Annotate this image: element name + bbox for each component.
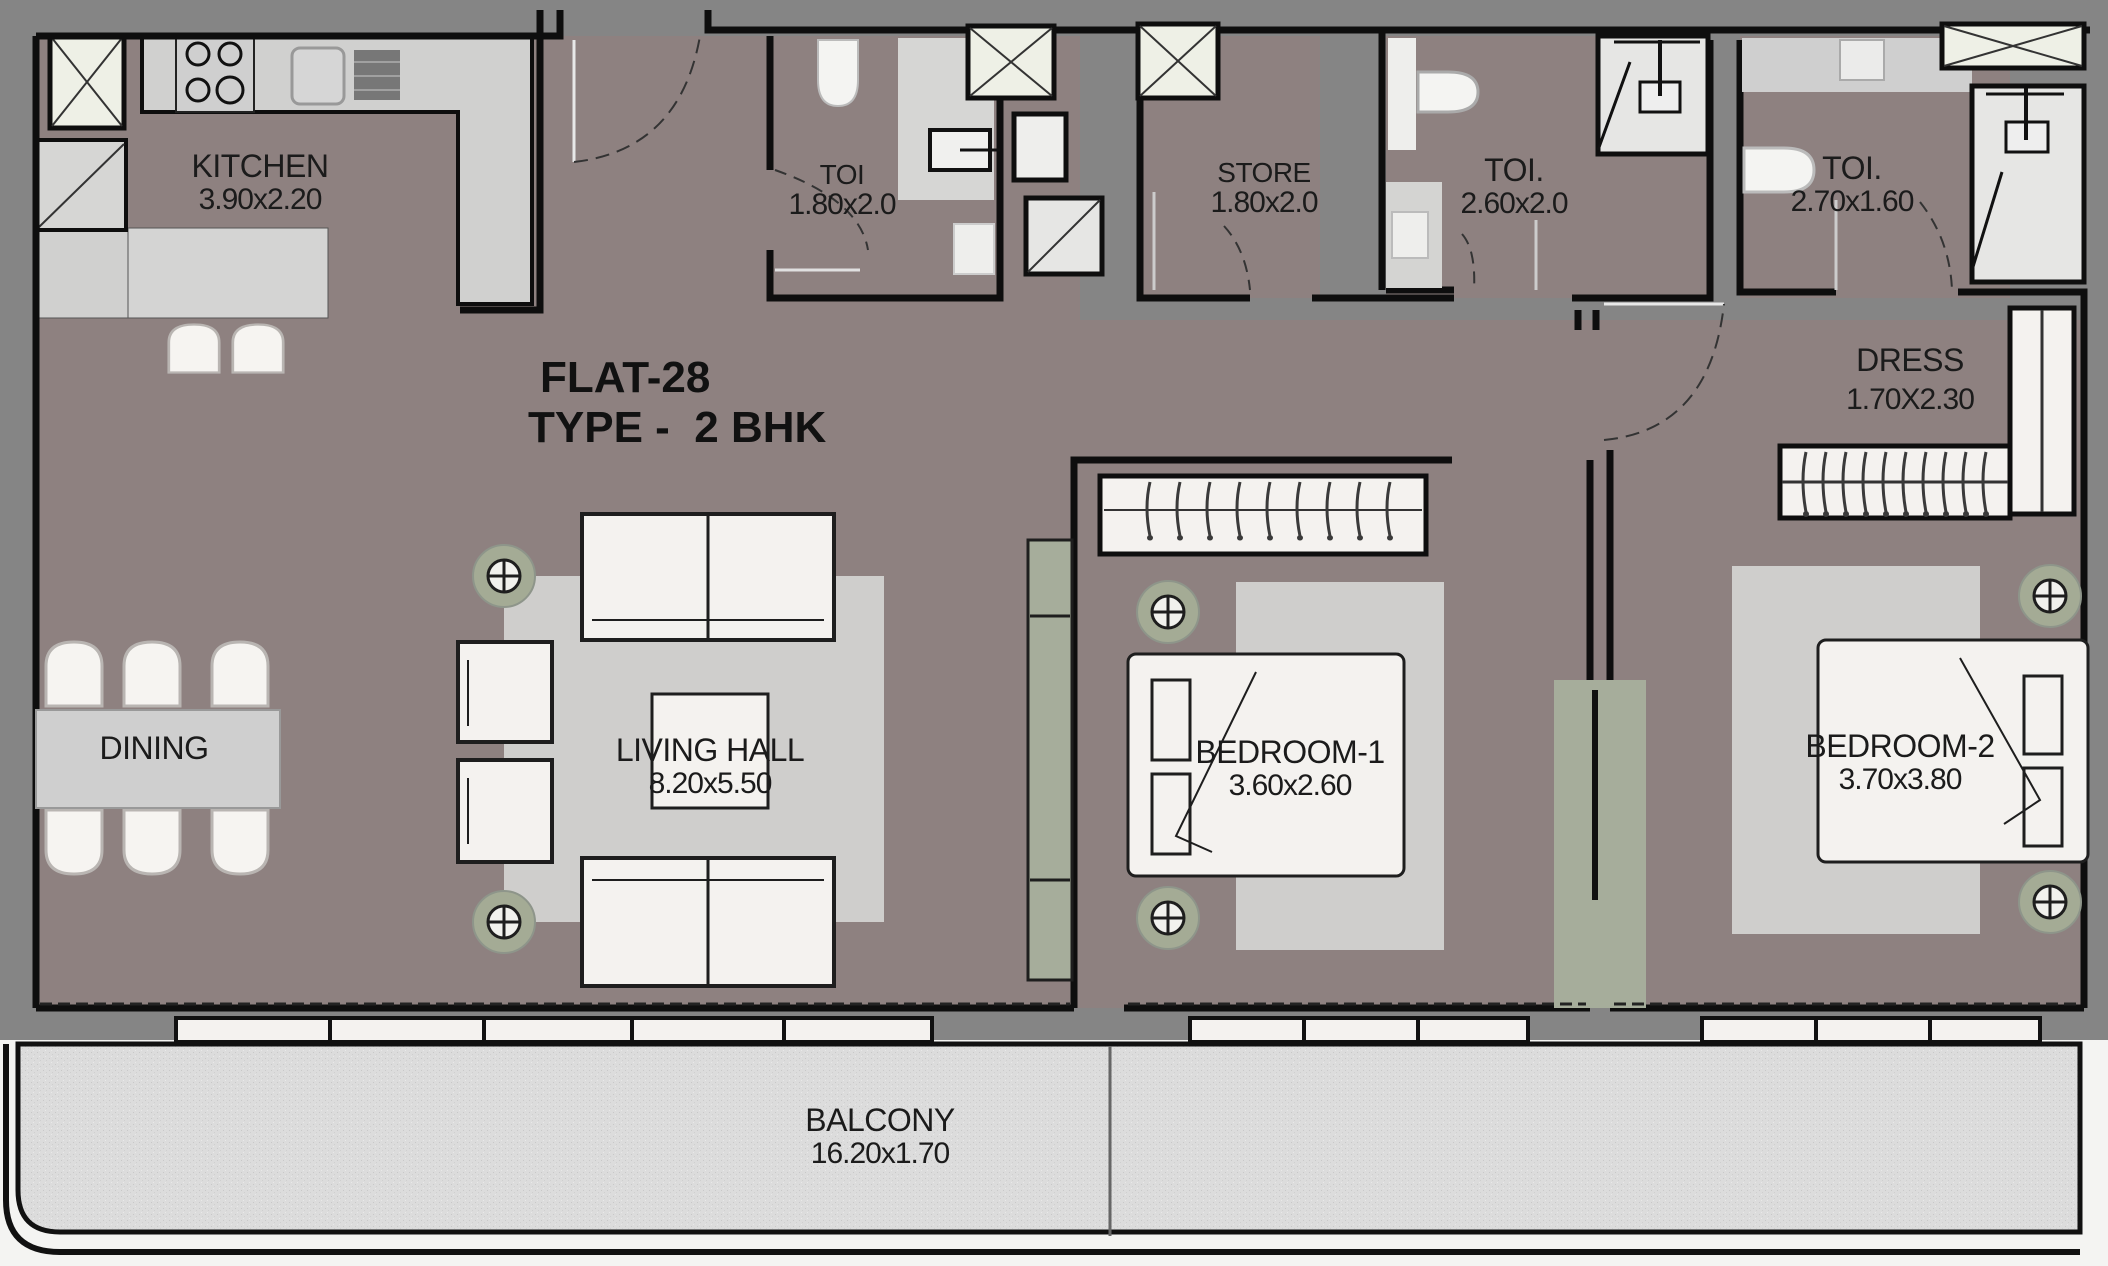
room-label-toilet-3: TOI. 2.70x1.60 — [1790, 150, 1915, 218]
room-name: KITCHEN — [191, 148, 329, 184]
dress-wardrobe — [1777, 305, 2077, 521]
entry-door — [572, 35, 701, 163]
room-dims: 3.60x2.60 — [1228, 768, 1353, 802]
shaft-icon — [47, 33, 127, 131]
room-name: BEDROOM-1 — [1195, 734, 1385, 770]
room-dims: 2.60x2.0 — [1460, 186, 1568, 220]
room-dims: 1.70X2.30 — [1846, 382, 1975, 416]
room-dims: 2.70x1.60 — [1790, 184, 1915, 218]
bedroom-door — [1603, 302, 1725, 441]
room-name: BEDROOM-2 — [1805, 728, 1995, 764]
toilet-1-fixtures — [774, 38, 1000, 275]
room-label-kitchen: KITCHEN 3.90x2.20 — [191, 148, 329, 216]
room-dims: 1.80x2.0 — [788, 188, 896, 222]
living-furniture — [456, 512, 1074, 988]
room-label-dining: DINING — [99, 730, 210, 766]
room-name: TOI — [819, 159, 865, 190]
room-label-store: STORE 1.80x2.0 — [1210, 157, 1318, 220]
room-label-balcony: BALCONY 16.20x1.70 — [805, 1102, 955, 1170]
room-dims: 1.80x2.0 — [1210, 186, 1318, 220]
room-label-toilet-1: TOI 1.80x2.0 — [788, 159, 896, 222]
room-name: TOI. — [1822, 150, 1882, 186]
room-name: STORE — [1217, 157, 1311, 188]
flat-type: TYPE - 2 BHK — [528, 403, 827, 452]
room-label-toilet-2: TOI. 2.60x2.0 — [1460, 152, 1568, 220]
sink-icon — [290, 46, 400, 106]
toilet-3-fixtures — [1742, 21, 2087, 291]
room-name: LIVING HALL — [615, 732, 805, 768]
room-name: DINING — [99, 730, 210, 766]
room-name: TOI. — [1484, 152, 1544, 188]
bedroom-1-furniture — [1097, 473, 1646, 1008]
room-label-dress: DRESS 1.70X2.30 — [1846, 342, 1975, 416]
room-label-living-hall: LIVING HALL 8.20x5.50 — [615, 732, 805, 800]
balcony — [3, 1041, 2083, 1255]
shaft-icon — [965, 23, 1105, 277]
room-dims: 16.20x1.70 — [810, 1136, 950, 1170]
room-label-bedroom-1: BEDROOM-1 3.60x2.60 — [1195, 734, 1385, 802]
room-dims: 8.20x5.50 — [648, 766, 773, 800]
dining-table — [35, 640, 281, 876]
room-label-bedroom-2: BEDROOM-2 3.70x3.80 — [1805, 728, 1995, 796]
flat-title: FLAT-28 — [540, 353, 711, 402]
store-fixtures — [1135, 21, 1251, 291]
room-name: DRESS — [1856, 342, 1964, 378]
room-name: BALCONY — [805, 1102, 955, 1138]
stove-icon — [175, 37, 255, 113]
toilet-2-fixtures — [1386, 33, 1711, 291]
room-dims: 3.70x3.80 — [1838, 762, 1963, 796]
room-dims: 3.90x2.20 — [198, 182, 323, 216]
bedroom-2-furniture — [1732, 563, 2090, 935]
